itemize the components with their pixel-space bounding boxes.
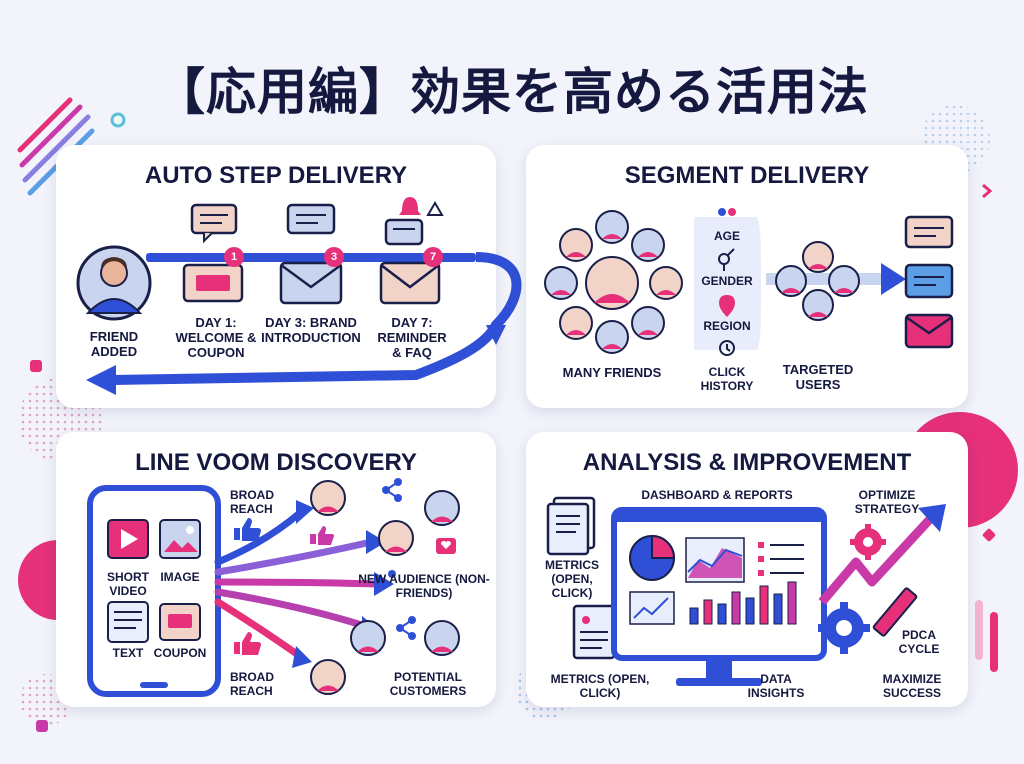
filter-region: REGION <box>703 319 751 333</box>
segment-panel: SEGMENT DELIVERY <box>526 145 968 408</box>
page-title: 【応用編】効果を高める活用法 <box>155 63 869 121</box>
voom-title: LINE VOOM DISCOVERY <box>135 449 417 476</box>
voom-panel: LINE VOOM DISCOVERY <box>56 432 496 707</box>
content-type-label: COUPON <box>153 646 207 660</box>
metrics-bottom-label: METRICS (OPEN, CLICK) <box>550 672 650 700</box>
friend-added-label: FRIEND ADDED <box>89 329 139 359</box>
share-icon <box>396 616 416 640</box>
step-badge: 1 <box>230 251 238 263</box>
targeted-users-label: TARGETED USERS <box>782 362 854 392</box>
area-chart-icon <box>685 537 745 583</box>
coupon-icon <box>182 247 244 303</box>
pencil-icon <box>872 587 918 637</box>
step-label: DAY 7: REMINDER & FAQ <box>377 315 447 360</box>
auto-step-title: AUTO STEP DELIVERY <box>144 162 408 189</box>
new-audience-label: NEW AUDIENCE (NON-FRIENDS) <box>358 572 490 600</box>
bell-icon <box>399 197 421 215</box>
step-badge: 3 <box>330 251 338 263</box>
warning-icon <box>426 201 444 216</box>
bar-chart-icon <box>689 581 797 625</box>
data-insights-label: DATA INSIGHTS <box>747 672 805 700</box>
content-type-label: SHORT VIDEO <box>107 570 149 598</box>
document-icon <box>572 604 616 660</box>
filter-age: AGE <box>713 229 740 243</box>
step-label: DAY 3: BRAND INTRODUCTION <box>261 315 361 345</box>
chat-icon <box>286 203 336 235</box>
thumbs-up-icon <box>234 632 261 655</box>
gender-icon <box>718 248 735 271</box>
play-icon <box>107 519 149 559</box>
voom-graphic <box>87 478 460 697</box>
dashboard-label: DASHBOARD & REPORTS <box>641 488 793 502</box>
text-doc-icon <box>107 601 149 643</box>
heart-icon <box>436 538 456 554</box>
filter-gender: GENDER <box>701 274 753 288</box>
analysis-title: ANALYSIS & IMPROVEMENT <box>582 449 912 476</box>
envelope-icon <box>904 313 954 349</box>
many-friends-label: MANY FRIENDS <box>562 365 662 380</box>
pdca-label: PDCA CYCLE <box>898 628 940 656</box>
auto-step-panel: AUTO STEP DELIVERY <box>56 145 522 408</box>
image-icon <box>159 519 201 559</box>
segment-graphic <box>544 208 954 356</box>
analysis-panel: ANALYSIS & IMPROVEMENT <box>526 432 968 707</box>
envelope-icon <box>379 247 443 305</box>
gear-icon <box>850 524 886 560</box>
list-icon <box>758 542 804 576</box>
thumbs-up-icon <box>310 526 334 545</box>
optimize-label: OPTIMIZE STRATEGY <box>854 488 920 516</box>
filter-click-history: CLICK HISTORY <box>700 365 754 393</box>
chat-icon <box>904 263 954 299</box>
share-icon <box>382 478 402 502</box>
step-badge: 7 <box>429 251 437 263</box>
analysis-graphic <box>546 496 946 686</box>
potential-customers-label: POTENTIAL CUSTOMERS <box>389 670 467 698</box>
thumbs-up-icon <box>234 518 261 541</box>
auto-step-graphic <box>76 197 522 395</box>
stat-icon <box>629 591 675 625</box>
broad-reach-bottom-label: BROAD REACH <box>230 670 274 698</box>
content-type-label: IMAGE <box>160 570 200 584</box>
content-type-label: TEXT <box>112 646 144 660</box>
metrics-top-label: METRICS (OPEN, CLICK) <box>545 558 599 600</box>
broad-reach-top-label: BROAD REACH <box>230 488 274 516</box>
age-icon <box>718 208 736 216</box>
document-icon <box>546 496 596 556</box>
chat-icon <box>384 218 424 246</box>
pie-chart-icon <box>629 534 676 581</box>
envelope-icon <box>279 247 344 305</box>
segment-title: SEGMENT DELIVERY <box>624 162 870 189</box>
step-label: DAY 1: WELCOME & COUPON <box>175 315 257 360</box>
coupon-icon <box>159 603 201 641</box>
chat-icon <box>904 215 954 249</box>
gear-icon <box>818 602 870 654</box>
clock-icon <box>719 340 735 356</box>
chat-icon <box>190 203 238 244</box>
location-pin-icon <box>719 295 735 317</box>
maximize-label: MAXIMIZE SUCCESS <box>882 672 942 700</box>
